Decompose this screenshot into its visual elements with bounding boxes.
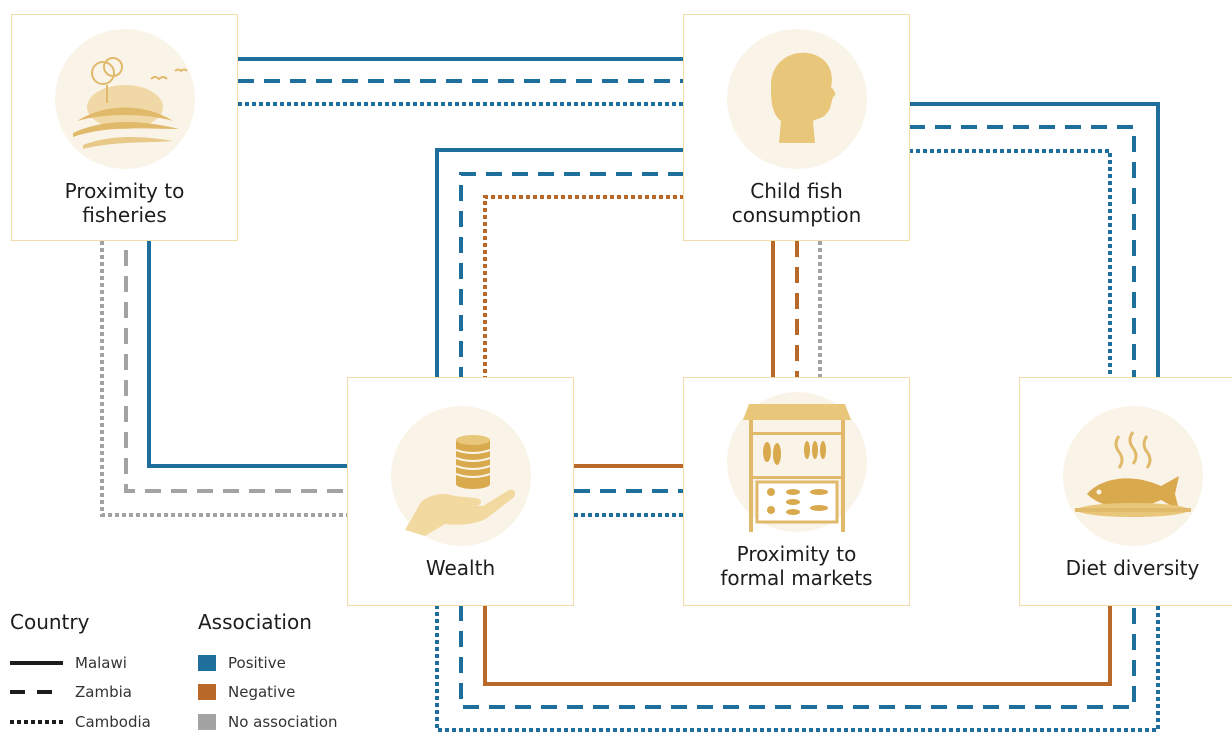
- node-child-fish-consumption: Child fish consumption: [683, 14, 910, 241]
- edge-wealth-diet-malawi: [483, 605, 1112, 686]
- node-diet-diversity: Diet diversity: [1019, 377, 1232, 606]
- edge-child-diet-zambia: [909, 125, 1136, 378]
- edge-child-wealth-zambia: [459, 172, 684, 378]
- legend-country-malawi: Malawi: [75, 654, 127, 672]
- node-label: Diet diversity: [1065, 556, 1200, 580]
- legend-association-negative: Negative: [228, 683, 296, 701]
- fish-on-plate-icon: [1063, 406, 1203, 546]
- node-label: Proximity to fisheries: [64, 179, 185, 227]
- node-label: Wealth: [425, 556, 496, 580]
- coins-in-hand-icon: [391, 406, 531, 546]
- edge-fisheries-wealth-malawi: [147, 241, 348, 468]
- edge-fisheries-wealth-cambodia: [100, 241, 348, 517]
- legend-association-no-association: No association: [228, 713, 338, 731]
- legend-line-samples: [10, 661, 63, 724]
- legend-association-positive: Positive: [228, 654, 286, 672]
- edge-child-wealth-malawi: [435, 148, 684, 378]
- market-stall-icon: [727, 392, 867, 532]
- node-proximity-to-fisheries: Proximity to fisheries: [11, 14, 238, 241]
- edge-wealth-diet-cambodia: [435, 605, 1160, 732]
- legend-country-zambia: Zambia: [75, 683, 132, 701]
- legend-swatch-no-association: [198, 714, 216, 730]
- edge-child-diet-malawi: [909, 102, 1160, 378]
- edge-child-diet-cambodia: [909, 149, 1112, 378]
- child-head-icon: [727, 29, 867, 169]
- legend-swatch-positive: [198, 655, 216, 671]
- node-label: Proximity to formal markets: [720, 542, 873, 590]
- legend-association-title: Association: [198, 610, 312, 634]
- legend-swatch-negative: [198, 684, 216, 700]
- node-wealth: Wealth: [347, 377, 574, 606]
- edge-child-wealth-cambodia: [483, 195, 684, 378]
- node-label: Child fish consumption: [731, 179, 862, 227]
- node-proximity-to-formal-markets: Proximity to formal markets: [683, 377, 910, 606]
- edge-wealth-diet-zambia: [459, 605, 1136, 709]
- legend-country-cambodia: Cambodia: [75, 713, 151, 731]
- edge-fisheries-wealth-zambia: [124, 250, 348, 493]
- connector-lines: [100, 57, 1160, 732]
- legend-country-title: Country: [10, 610, 90, 634]
- landscape-icon: [55, 29, 195, 169]
